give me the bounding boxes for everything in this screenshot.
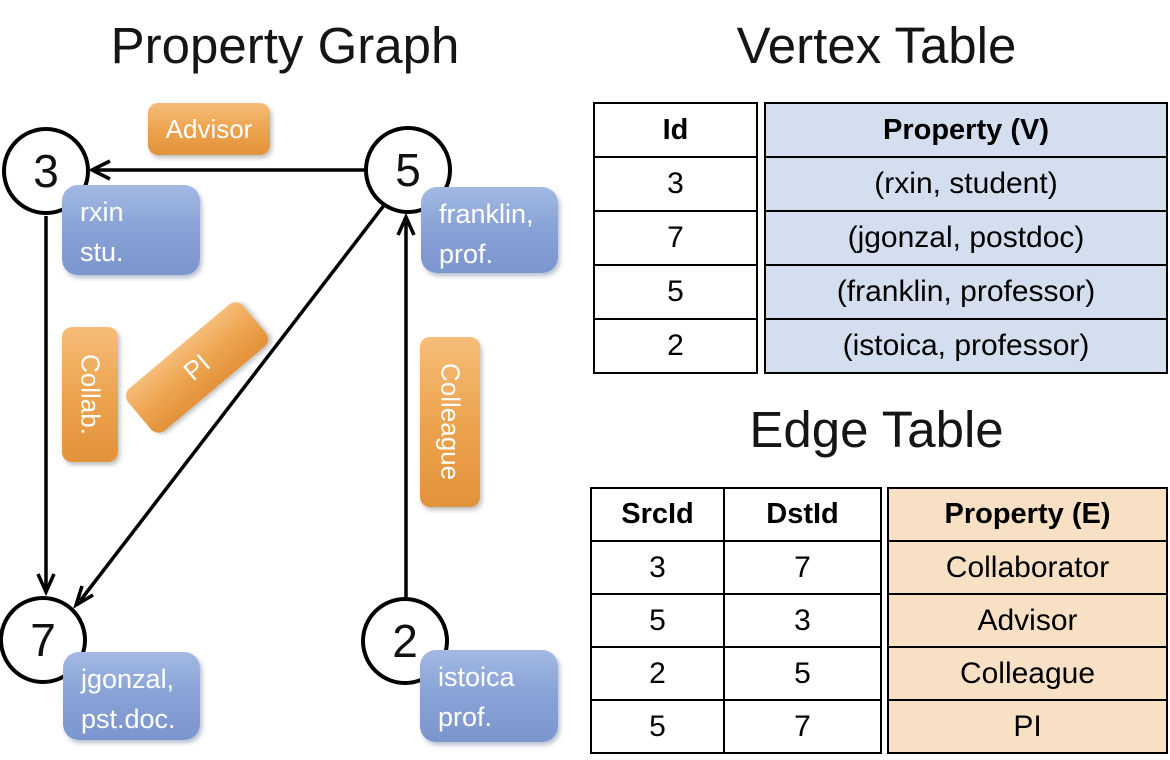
- vertex-table-id-cell: 3: [595, 156, 756, 210]
- vertex-node-3-id: 3: [33, 145, 59, 197]
- edge-pi-line: [78, 202, 387, 603]
- edge-label-collab: Collab.: [62, 327, 118, 462]
- edge-table-property-cell: Collaborator: [889, 540, 1166, 593]
- edge-table-dstid-column: DstId 7 3 5 7: [723, 489, 880, 752]
- edge-table-dstid-cell: 7: [725, 540, 880, 593]
- vertex-table-id-column: Id 3 7 5 2: [593, 102, 758, 374]
- edge-pi-arrowhead: [72, 585, 94, 609]
- edge-table-header-dstid: DstId: [766, 498, 839, 530]
- vertex-property-jgonzal-line2: pst.doc.: [81, 704, 176, 734]
- edge-table-property-cell: Advisor: [889, 593, 1166, 646]
- vertex-table-title: Vertex Table: [736, 17, 1017, 74]
- edge-table-id-block: SrcId 3 5 2 5 DstId 7 3 5 7: [590, 487, 882, 754]
- edge-label-colleague: Colleague: [420, 337, 480, 507]
- vertex-table-id-cell: 7: [595, 210, 756, 264]
- edge-label-advisor-text: Advisor: [165, 113, 253, 144]
- vertex-table-id-cell: 2: [595, 318, 756, 372]
- edge-table-property-cell: PI: [889, 699, 1166, 752]
- vertex-property-rxin: rxin stu.: [62, 185, 200, 275]
- edge-table-header-srcid: SrcId: [621, 498, 694, 530]
- edge-label-pi-text: PI: [177, 347, 216, 387]
- vertex-property-istoica-line2: prof.: [438, 702, 493, 732]
- vertex-property-istoica: istoica prof.: [420, 650, 558, 742]
- edge-table-title: Edge Table: [749, 401, 1004, 458]
- vertex-table-header-id: Id: [662, 113, 689, 146]
- edge-label-colleague-text: Colleague: [435, 363, 466, 481]
- vertex-node-2: 2: [361, 597, 449, 685]
- edge-label-advisor: Advisor: [148, 103, 270, 155]
- vertex-property-rxin-line1: rxin: [80, 197, 124, 227]
- vertex-table-property-cell: (jgonzal, postdoc): [766, 210, 1166, 264]
- vertex-table-property-cell: (franklin, professor): [766, 264, 1166, 318]
- edge-table-header-property: Property (E): [944, 498, 1111, 530]
- vertex-property-istoica-line1: istoica: [438, 662, 515, 692]
- edge-table-property-column: Property (E) Collaborator Advisor Collea…: [887, 487, 1168, 754]
- edge-advisor-arrowhead: [88, 159, 111, 181]
- vertex-table-property-cell: (istoica, professor): [766, 318, 1166, 372]
- vertex-table-property-cell: (rxin, student): [766, 156, 1166, 210]
- vertex-node-2-id: 2: [392, 615, 418, 667]
- edge-table-srcid-cell: 5: [592, 593, 723, 646]
- vertex-table-header-property: Property (V): [883, 113, 1049, 146]
- edge-table-dstid-cell: 3: [725, 593, 880, 646]
- vertex-table-property-column: Property (V) (rxin, student) (jgonzal, p…: [764, 102, 1168, 374]
- edge-table-property-cell: Colleague: [889, 646, 1166, 699]
- edge-table-dstid-cell: 5: [725, 646, 880, 699]
- vertex-property-jgonzal-line1: jgonzal,: [81, 664, 175, 694]
- vertex-property-franklin: franklin, prof.: [421, 187, 558, 273]
- vertex-node-5-id: 5: [395, 144, 421, 196]
- vertex-property-rxin-line2: stu.: [80, 237, 124, 267]
- vertex-node-7-id: 7: [30, 614, 56, 666]
- property-graph-title: Property Graph: [110, 17, 460, 74]
- vertex-property-franklin-line2: prof.: [439, 239, 494, 269]
- edge-table-srcid-cell: 2: [592, 646, 723, 699]
- graph-edges: [36, 159, 416, 609]
- edge-table-srcid-cell: 3: [592, 540, 723, 593]
- vertex-property-franklin-line1: franklin,: [439, 199, 534, 229]
- edge-collab-arrowhead: [36, 573, 56, 597]
- edge-table-srcid-cell: 5: [592, 699, 723, 752]
- edge-colleague-arrowhead: [396, 212, 416, 236]
- edge-table-srcid-column: SrcId 3 5 2 5: [592, 489, 723, 752]
- vertex-property-jgonzal: jgonzal, pst.doc.: [63, 652, 200, 740]
- edge-label-collab-text: Collab.: [75, 354, 106, 435]
- edge-table-dstid-cell: 7: [725, 699, 880, 752]
- vertex-table-id-cell: 5: [595, 264, 756, 318]
